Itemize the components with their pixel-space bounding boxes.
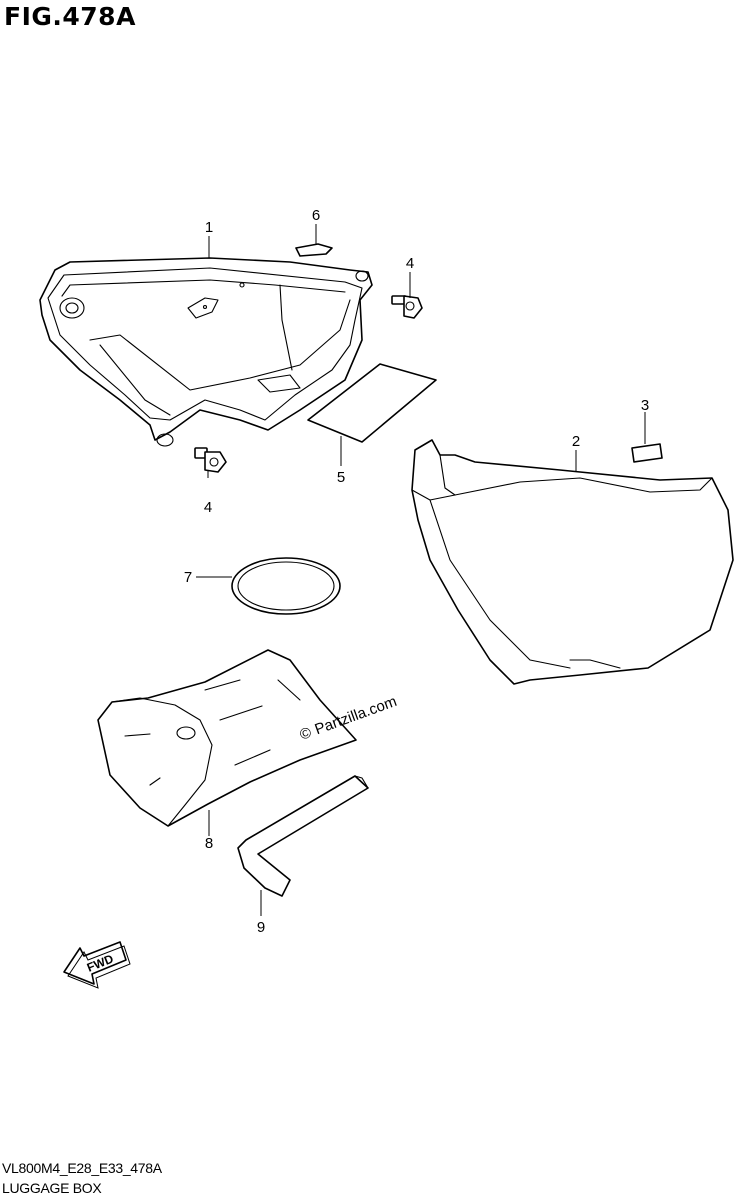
diagram-code: VL800M4_E28_E33_478A (2, 1160, 162, 1176)
diagram-caption: LUGGAGE BOX (2, 1180, 102, 1196)
fwd-arrow-icon: FWD (63, 941, 131, 989)
label-part-6[interactable] (295, 243, 333, 257)
pad-part-5[interactable] (307, 363, 437, 443)
callout-1: 1 (205, 219, 213, 236)
callout-4-bottom: 4 (204, 499, 212, 516)
callout-3: 3 (641, 397, 649, 414)
bolt-part-4-top[interactable] (391, 295, 423, 319)
callout-6: 6 (312, 207, 320, 224)
figure-title: FIG.478A (4, 2, 136, 31)
callout-2: 2 (572, 433, 580, 450)
hex-wrench-part-9[interactable] (237, 775, 369, 897)
tag-part-3[interactable] (631, 443, 663, 463)
bolt-part-4-bottom[interactable] (194, 447, 227, 473)
callout-5: 5 (337, 469, 345, 486)
luggage-box-part-1[interactable] (39, 257, 373, 447)
tool-bag-part-8[interactable] (97, 649, 357, 827)
copyright-icon: © (298, 724, 314, 744)
side-cover-part-2[interactable] (411, 439, 734, 685)
leader-lines (196, 224, 646, 916)
callout-8: 8 (205, 835, 213, 852)
callout-4-top: 4 (406, 255, 414, 272)
callout-9: 9 (257, 919, 265, 936)
o-ring-part-7[interactable] (231, 557, 341, 615)
callout-7: 7 (184, 569, 192, 586)
